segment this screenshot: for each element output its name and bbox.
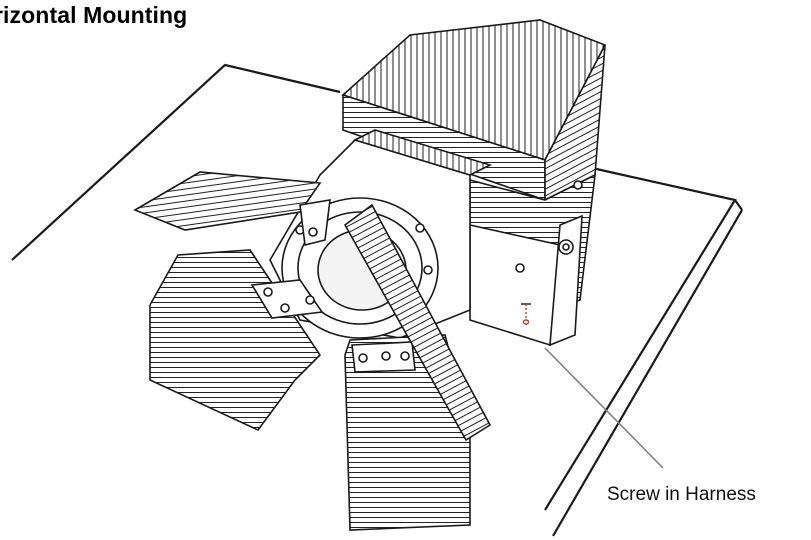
mounting-surface xyxy=(11,63,743,537)
barn-door-right xyxy=(343,203,492,442)
barn-door-top xyxy=(133,171,331,246)
barn-door-left xyxy=(149,249,324,431)
callout-leader-line xyxy=(544,347,664,469)
heatsink-body xyxy=(341,19,607,347)
screw-harness-label: Screw in Harness xyxy=(607,484,756,505)
harness-screw xyxy=(521,303,531,325)
figure-title: rizontal Mounting xyxy=(0,2,188,28)
